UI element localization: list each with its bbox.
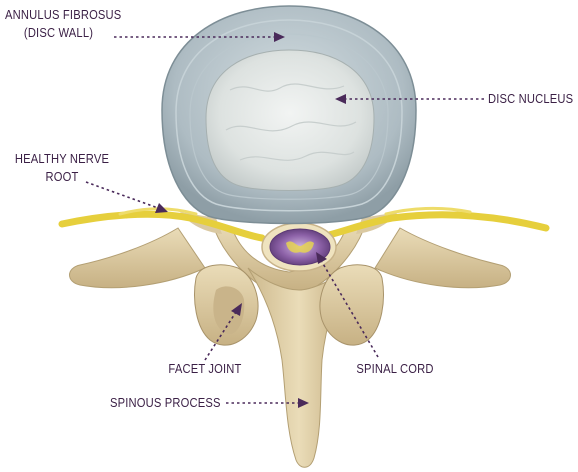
disc-nucleus-shape xyxy=(206,50,374,191)
healthy-nerve-root-label-line1: HEALTHY NERVE xyxy=(2,150,122,168)
left-transverse-process xyxy=(70,228,206,288)
spinous-process-label: SPINOUS PROCESS xyxy=(110,394,221,412)
spinal-cord-label: SPINAL CORD xyxy=(348,360,443,378)
right-facet-joint xyxy=(320,265,383,345)
annulus-fibrosus-label-line2: (DISC WALL) xyxy=(5,24,121,42)
healthy-nerve-root-label: HEALTHY NERVE ROOT xyxy=(2,150,122,186)
annulus-fibrosus-label: ANNULUS FIBROSUS (DISC WALL) xyxy=(5,6,121,42)
facet-joint-label: FACET JOINT xyxy=(158,360,253,378)
annulus-fibrosus-label-line1: ANNULUS FIBROSUS xyxy=(5,6,121,24)
right-transverse-process xyxy=(375,228,511,288)
healthy-nerve-root-label-line2: ROOT xyxy=(2,168,122,186)
disc-nucleus-label: DISC NUCLEUS xyxy=(488,90,573,108)
